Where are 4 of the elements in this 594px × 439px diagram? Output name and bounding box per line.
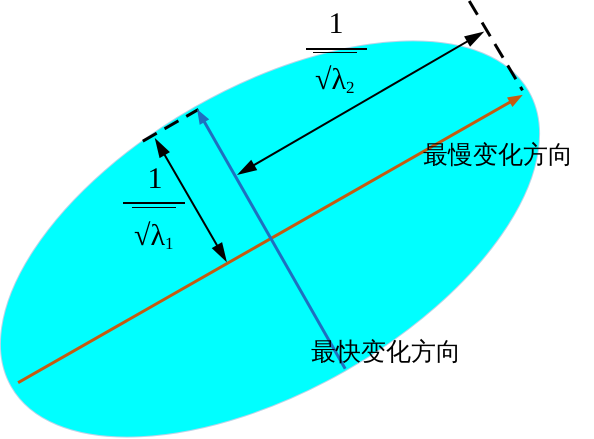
fraction-numerator: 1	[148, 164, 162, 194]
fraction-denominator: √λ$_{2}$	[313, 52, 357, 95]
fraction-numerator: 1	[328, 9, 344, 39]
fraction-denominator: √λ$_{1}$	[132, 207, 176, 251]
